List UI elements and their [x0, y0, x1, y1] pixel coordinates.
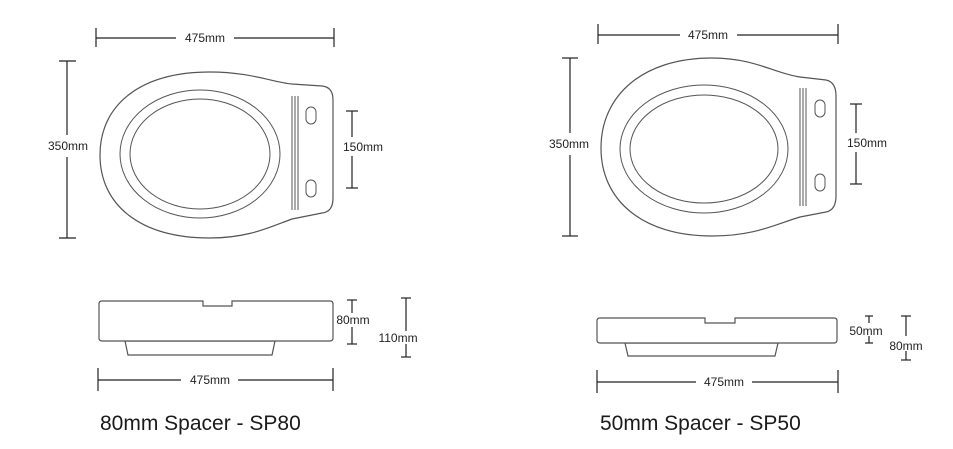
- sp80-depth-label: 350mm: [48, 139, 88, 153]
- sp80-hole-spacing-dimension: 150mm: [343, 110, 383, 189]
- sp50-side-height-total-dimension: 80mm: [889, 315, 923, 361]
- sp80-top-view: [99, 71, 334, 239]
- sp80-bolt-hole: [305, 106, 317, 125]
- sp50-side-width-label: 475mm: [704, 375, 744, 389]
- sp80-side-base: [124, 340, 276, 356]
- sp80-ring-inner: [129, 98, 271, 210]
- sp80-top-width-label: 475mm: [185, 31, 225, 45]
- sp50-bolt-hole: [814, 99, 826, 118]
- sp80-hole-spacing-label: 150mm: [343, 140, 383, 154]
- sp50-side-height-total-label: 80mm: [889, 339, 922, 353]
- sp80-side-width-label: 475mm: [190, 373, 230, 387]
- sp50-outer-outline: [600, 57, 837, 237]
- sp80-top-width-dimension: 475mm: [95, 28, 335, 47]
- sp50-hole-spacing-label: 150mm: [847, 136, 887, 150]
- sp50-side-height-small-label: 50mm: [849, 324, 882, 338]
- sp80-side-height-total-label: 110mm: [378, 331, 417, 345]
- sp80-side-height-small-label: 80mm: [336, 313, 369, 327]
- sp50-side-base: [624, 342, 779, 357]
- sp80-side-plate: [98, 300, 334, 342]
- sp50-depth-label: 350mm: [549, 137, 589, 151]
- sp50-side-height-small-dimension: 50mm: [849, 315, 883, 344]
- sp50-ring-inner: [629, 94, 779, 204]
- sp50-side-width-dimension: 475mm: [596, 370, 839, 393]
- sp80-depth-dimension: 350mm: [48, 60, 88, 239]
- sp50-ring-outer: [619, 84, 789, 214]
- sp80-caption: 80mm Spacer - SP80: [100, 412, 301, 435]
- sp50-bolt-hole: [814, 173, 826, 192]
- sp80-bolt-hole: [305, 179, 317, 198]
- sp80-side-view: [98, 300, 334, 356]
- sp50-top-width-label: 475mm: [688, 28, 728, 42]
- sp50-top-width-dimension: 475mm: [597, 24, 839, 44]
- sp50-side-view: [596, 317, 838, 357]
- sp50-top-view: [600, 57, 837, 237]
- sp80-ring-outer: [119, 89, 281, 219]
- sp50-hole-spacing-dimension: 150mm: [847, 103, 887, 185]
- sp80-side-height-total-dimension: 110mm: [378, 297, 418, 358]
- sp80-side-width-dimension: 475mm: [97, 368, 334, 391]
- sp80-side-height-small-dimension: 80mm: [336, 299, 370, 345]
- sp50-depth-dimension: 350mm: [549, 57, 589, 237]
- sp50-caption: 50mm Spacer - SP50: [600, 412, 801, 435]
- sp50-side-plate: [596, 317, 838, 344]
- sp80-outer-outline: [99, 71, 334, 239]
